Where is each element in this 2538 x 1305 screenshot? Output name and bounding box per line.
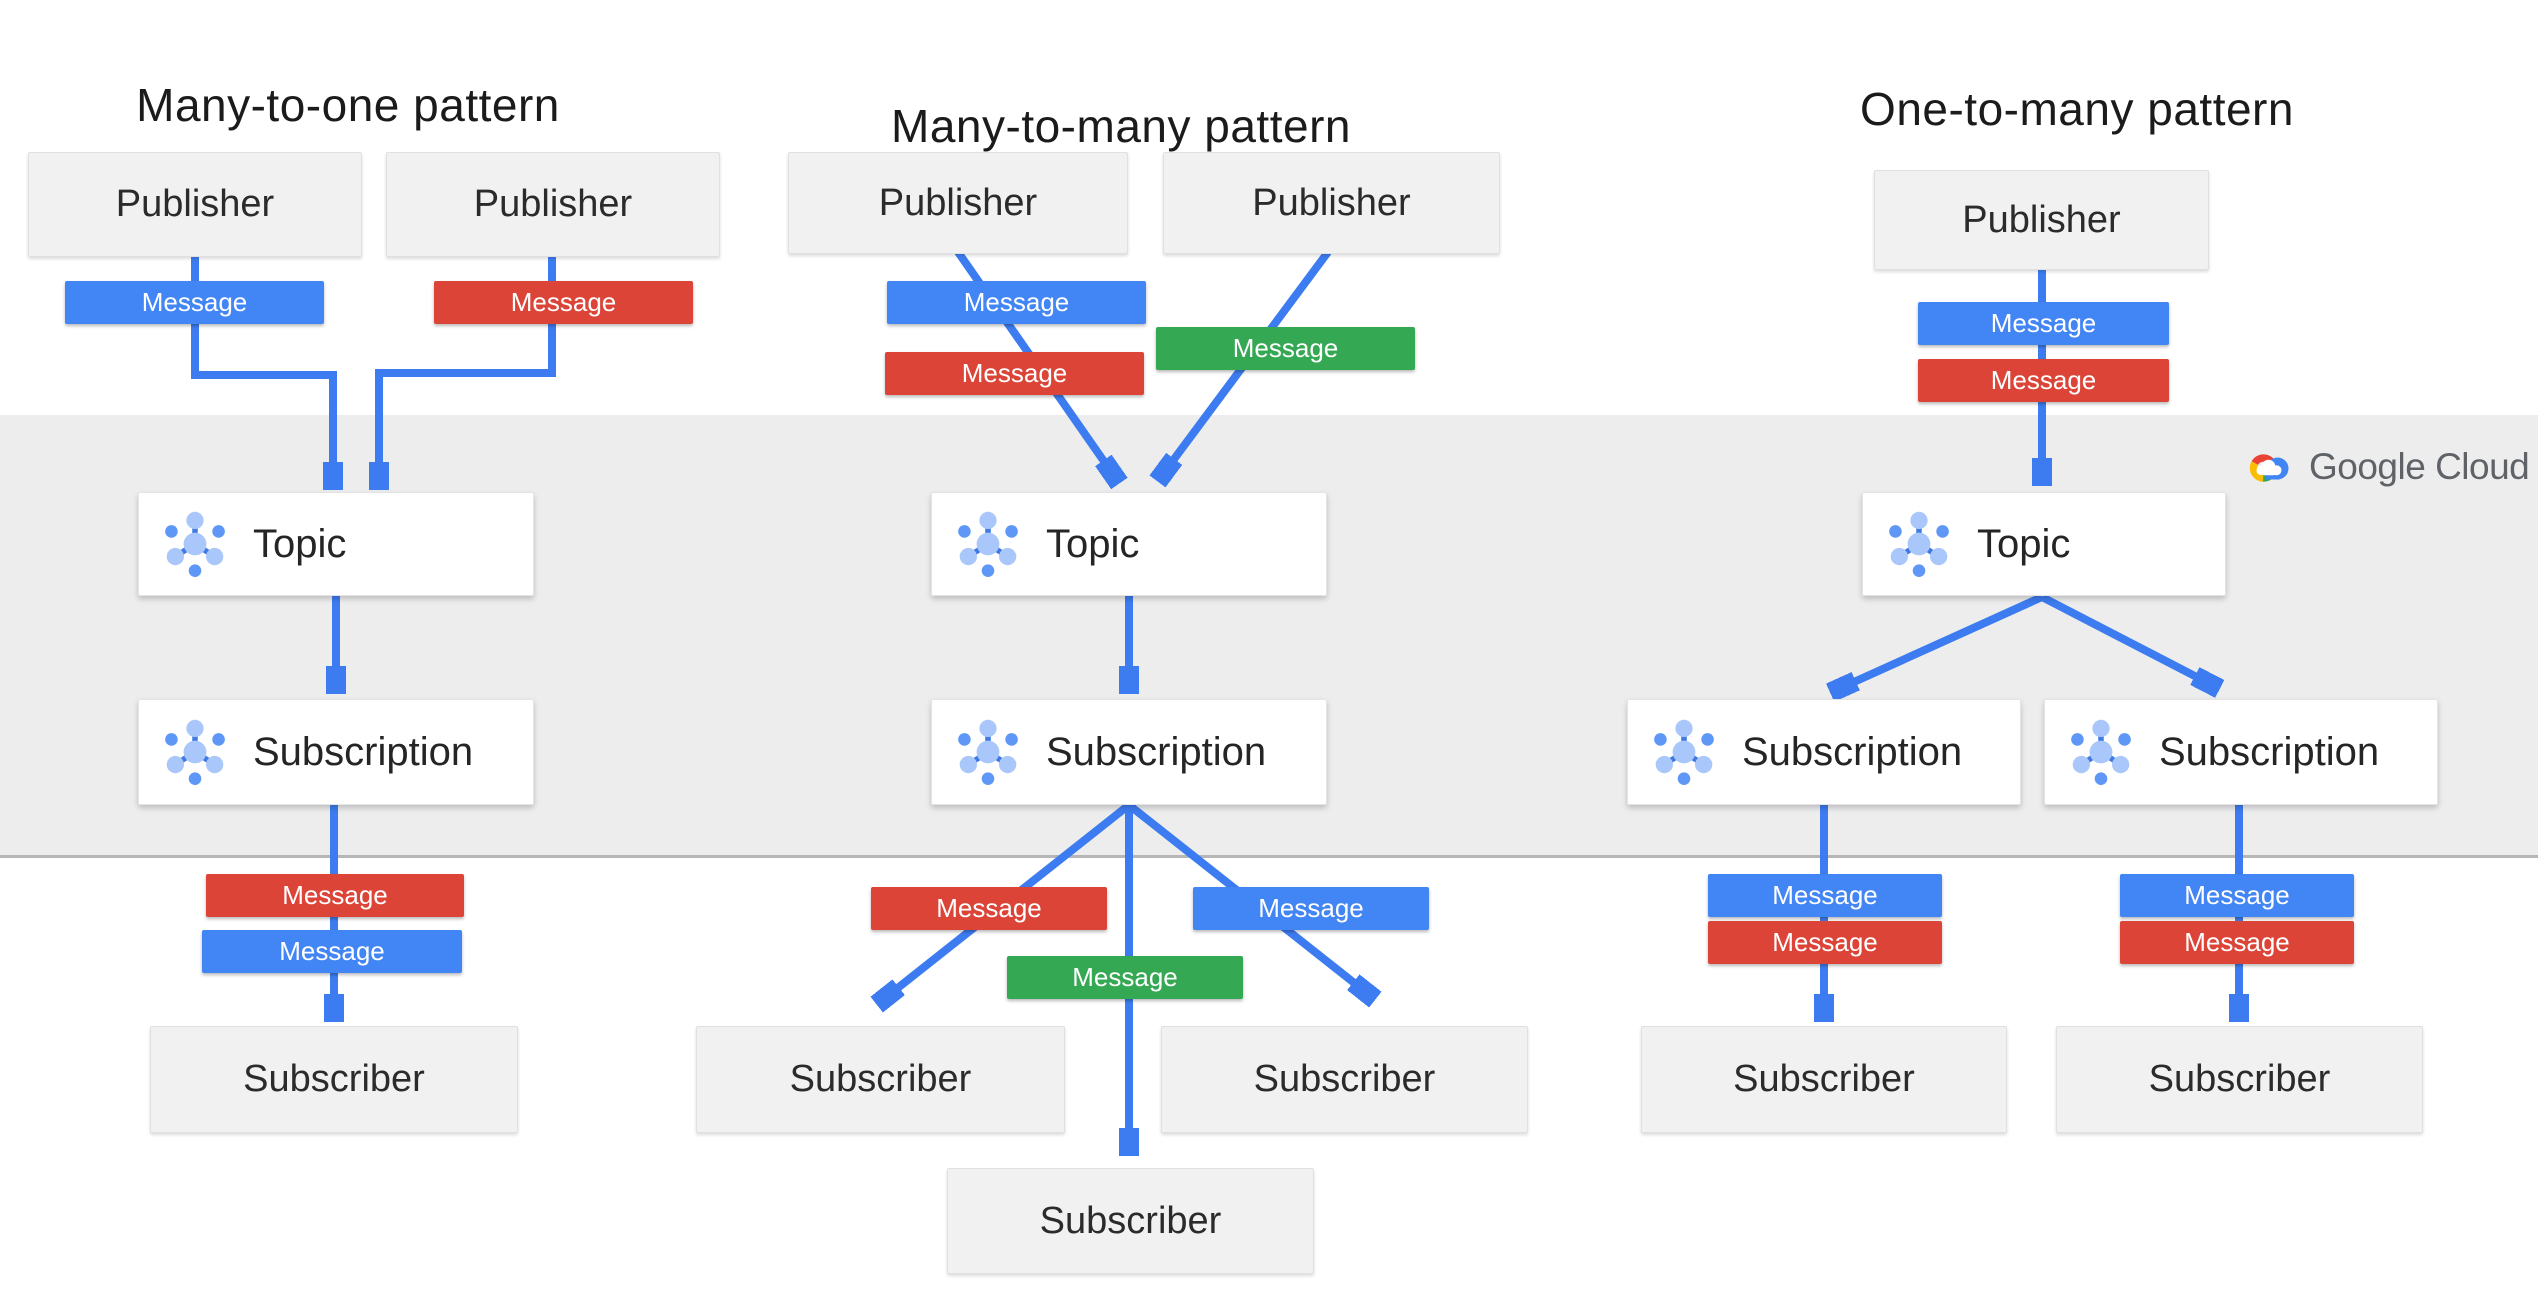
pattern-title-many-to-many: Many-to-many pattern <box>891 100 1351 152</box>
message-badge-red: Message <box>1708 921 1942 964</box>
message-badge-green: Message <box>1007 956 1243 999</box>
pubsub-topic-icon <box>165 511 225 577</box>
subscriber-box: Subscriber <box>1641 1026 2007 1133</box>
message-badge-green: Message <box>1156 327 1415 370</box>
publisher-box: Publisher <box>788 152 1128 254</box>
publisher-box: Publisher <box>1163 152 1500 254</box>
message-badge-blue: Message <box>202 930 462 973</box>
subscription-label: Subscription <box>253 729 474 774</box>
subscriber-box: Subscriber <box>2056 1026 2423 1133</box>
message-badge-red: Message <box>434 281 693 324</box>
arrow-topic3-to-subscription3l <box>1834 593 2044 691</box>
message-badge-blue: Message <box>1708 874 1942 917</box>
topic-box: Topic <box>1862 492 2226 596</box>
publisher-box: Publisher <box>28 152 362 257</box>
topic-box: Topic <box>138 492 534 596</box>
topic-label: Topic <box>1046 521 1140 566</box>
pubsub-subscription-icon <box>165 719 225 785</box>
topic-label: Topic <box>253 521 347 566</box>
message-badge-red: Message <box>871 887 1107 930</box>
subscription-box: Subscription <box>931 699 1327 805</box>
pubsub-subscription-icon <box>2071 719 2131 785</box>
message-badge-blue: Message <box>65 281 324 324</box>
subscription-box: Subscription <box>2044 699 2438 805</box>
subscriber-box: Subscriber <box>696 1026 1065 1133</box>
subscription-box: Subscription <box>138 699 534 805</box>
pubsub-topic-icon <box>958 511 1018 577</box>
message-badge-blue: Message <box>887 281 1146 324</box>
message-badge-red: Message <box>1918 359 2169 402</box>
topic-label: Topic <box>1977 521 2071 566</box>
message-badge-blue: Message <box>2120 874 2354 917</box>
subscription-label: Subscription <box>2159 729 2380 774</box>
subscription-label: Subscription <box>1742 729 1963 774</box>
message-badge-blue: Message <box>1918 302 2169 345</box>
arrow-topic3-to-subscription3r <box>2040 593 2216 687</box>
subscriber-box: Subscriber <box>150 1026 518 1133</box>
pubsub-subscription-icon <box>1654 719 1714 785</box>
message-badge-red: Message <box>206 874 464 917</box>
topic-box: Topic <box>931 492 1327 596</box>
pubsub-topic-icon <box>1889 511 1949 577</box>
subscriber-box: Subscriber <box>947 1168 1314 1274</box>
message-badge-blue: Message <box>1193 887 1429 930</box>
pattern-title-many-to-one: Many-to-one pattern <box>136 79 560 131</box>
subscriber-box: Subscriber <box>1161 1026 1528 1133</box>
message-badge-red: Message <box>885 352 1144 395</box>
google-cloud-logo-text: Google Cloud <box>2309 446 2530 487</box>
publisher-box: Publisher <box>1874 170 2209 270</box>
message-badge-red: Message <box>2120 921 2354 964</box>
subscription-box: Subscription <box>1627 699 2021 805</box>
subscription-label: Subscription <box>1046 729 1267 774</box>
publisher-box: Publisher <box>386 152 720 257</box>
google-cloud-logo: Google Cloud <box>2246 446 2530 488</box>
google-cloud-icon <box>2249 454 2289 482</box>
pattern-title-one-to-many: One-to-many pattern <box>1860 83 2294 135</box>
pubsub-subscription-icon <box>958 719 1018 785</box>
